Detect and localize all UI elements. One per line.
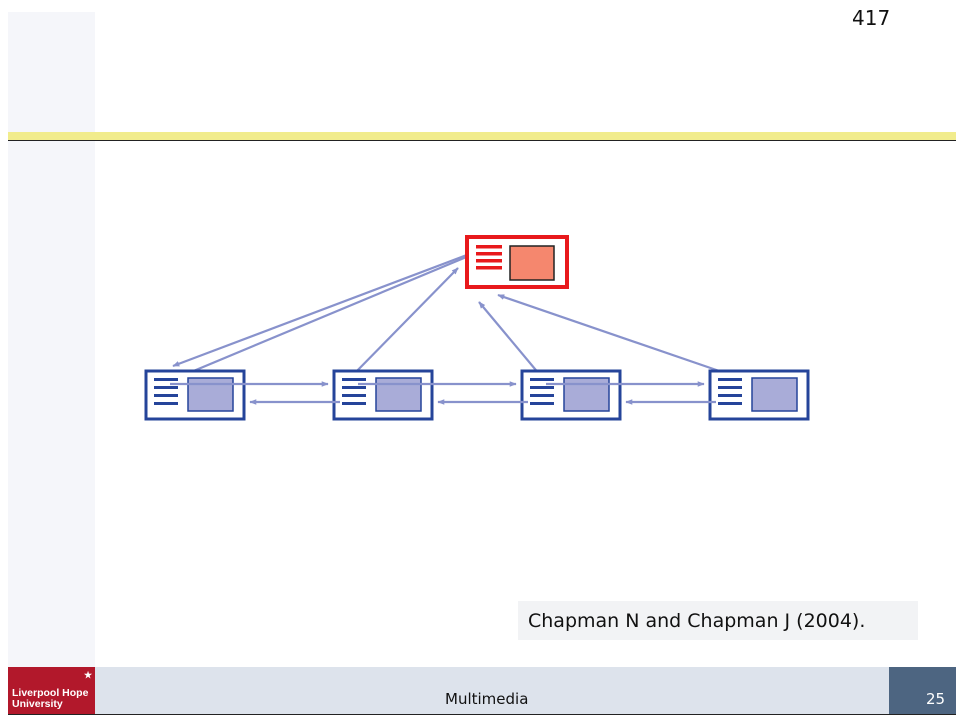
footer-title: Multimedia: [445, 690, 529, 708]
citation-box: Chapman N and Chapman J (2004).: [518, 601, 918, 640]
page-number: 25: [926, 690, 946, 708]
star-icon: ★: [84, 670, 93, 680]
arrow-page-3-to-index: [478, 301, 541, 376]
footer-bar: [8, 667, 956, 715]
page-number-box: [889, 667, 956, 715]
arrow-page-2-to-index: [349, 267, 459, 379]
sequence-arrows: [170, 381, 716, 405]
left-sidebar: [8, 12, 95, 667]
slide-number: 417: [852, 6, 891, 30]
content-page-1: [144, 369, 246, 421]
arrow-page-4-to-index: [497, 293, 729, 376]
arrow-index-to-page-1: [172, 245, 489, 368]
citation-text: Chapman N and Chapman J (2004).: [528, 609, 866, 632]
arrow-page-1-to-index: [159, 251, 477, 387]
content-page-3: [520, 369, 622, 421]
university-logo: ★ Liverpool Hope University: [8, 667, 95, 715]
logo-text-line-1: Liverpool Hope: [12, 687, 89, 699]
content-page-2: [332, 369, 434, 421]
logo-text-line-2: University: [12, 698, 63, 710]
header-divider: [8, 140, 956, 141]
header-accent-band: [8, 132, 956, 140]
index-arrows: [159, 245, 729, 387]
footer-divider: [8, 714, 956, 715]
content-page-4: [708, 369, 810, 421]
index-page: [465, 235, 569, 289]
